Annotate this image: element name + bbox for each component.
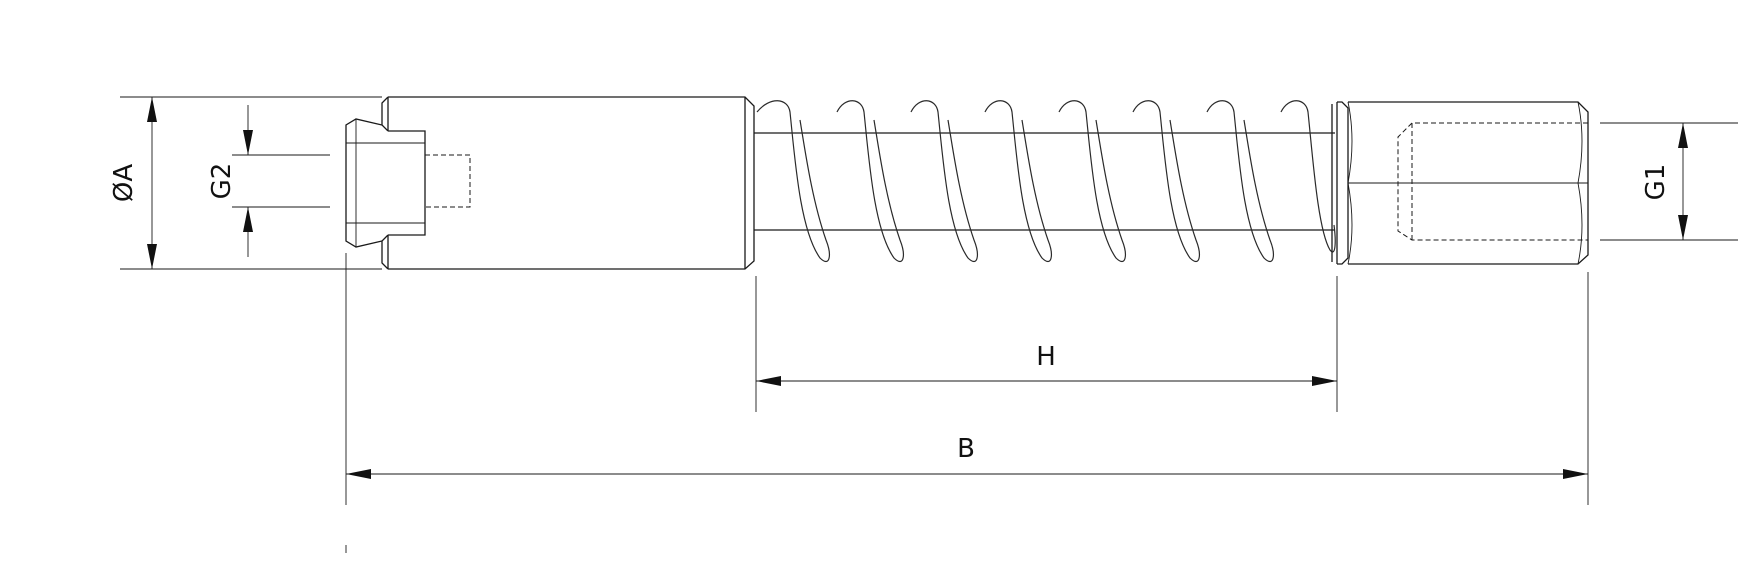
diameter-a-label: ØA: [109, 164, 139, 202]
plunger-body: [381, 96, 755, 270]
compression-spring: [756, 100, 1336, 263]
hex-sleeve-g1: [1331, 101, 1589, 265]
dimension-g2: G2: [207, 105, 330, 257]
extension-lines: [345, 253, 1589, 553]
dimension-g1: G1: [1600, 122, 1738, 241]
dimension-b: B: [346, 434, 1588, 479]
g2-label: G2: [207, 163, 237, 200]
dimension-h: H: [756, 342, 1337, 386]
threaded-stub-g2: [345, 118, 471, 248]
dimension-diameter-a: ØA: [109, 96, 382, 270]
b-label: B: [957, 434, 975, 464]
g1-label: G1: [1641, 164, 1671, 201]
h-label: H: [1036, 342, 1056, 372]
